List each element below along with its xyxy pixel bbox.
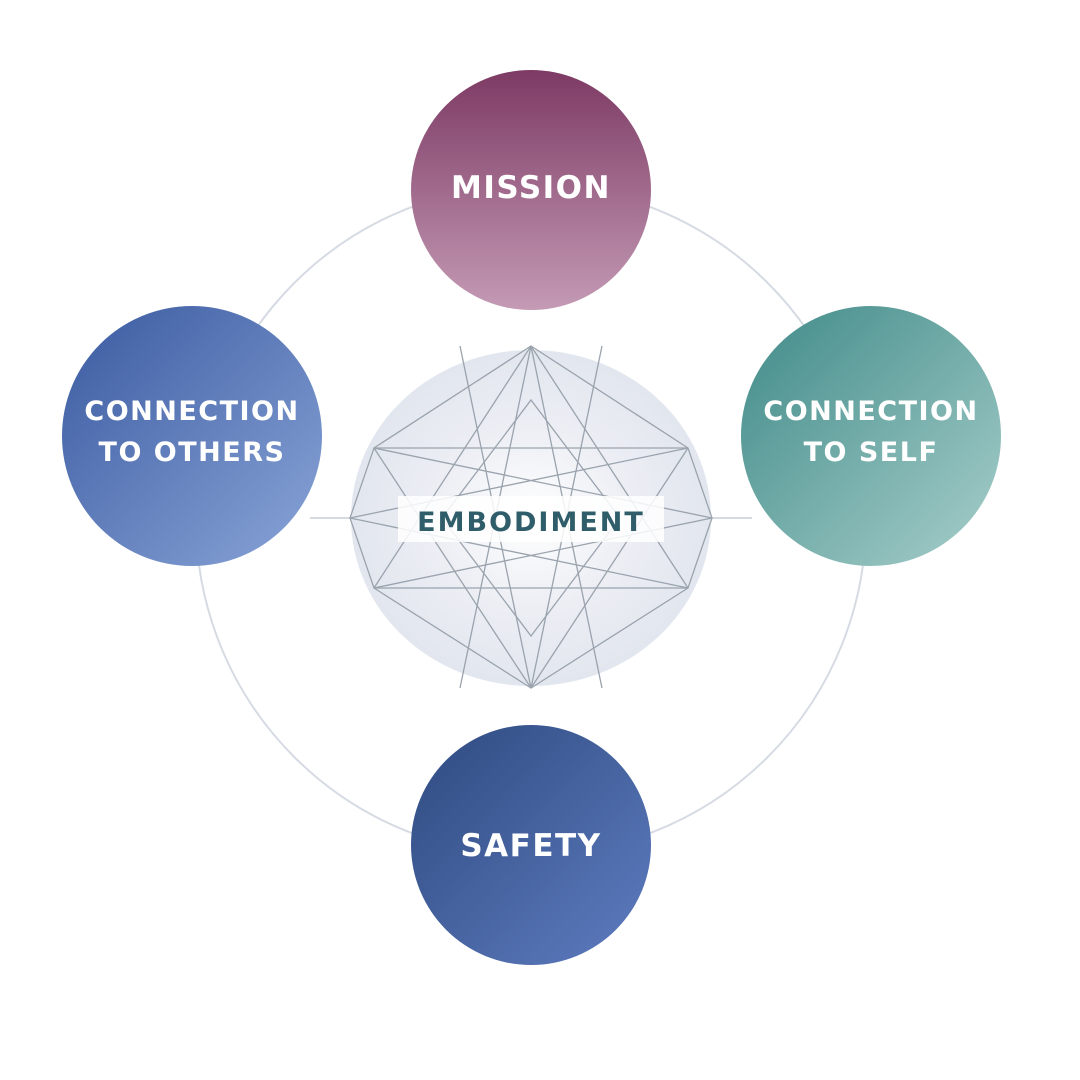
center-label: EMBODIMENT xyxy=(417,507,645,538)
node-safety-circle xyxy=(411,725,651,965)
node-connection-to-self: CONNECTION TO SELF xyxy=(741,306,1001,566)
node-safety-label: SAFETY xyxy=(460,828,601,864)
node-mission-label: MISSION xyxy=(451,170,611,206)
node-connection-to-self-circle xyxy=(741,306,1001,566)
node-mission-circle xyxy=(411,70,651,310)
center-label-band xyxy=(398,496,664,542)
node-connection-to-self-label-line1: CONNECTION xyxy=(763,396,978,427)
node-connection-to-others: CONNECTION TO OTHERS xyxy=(62,306,322,566)
node-connection-to-others-circle xyxy=(62,306,322,566)
node-connection-to-self-label-line2: TO SELF xyxy=(804,437,939,468)
node-connection-to-others-label-line1: CONNECTION xyxy=(84,396,299,427)
node-safety: SAFETY xyxy=(411,725,651,965)
node-connection-to-others-label-line2: TO OTHERS xyxy=(99,437,286,468)
node-mission: MISSION xyxy=(411,70,651,310)
